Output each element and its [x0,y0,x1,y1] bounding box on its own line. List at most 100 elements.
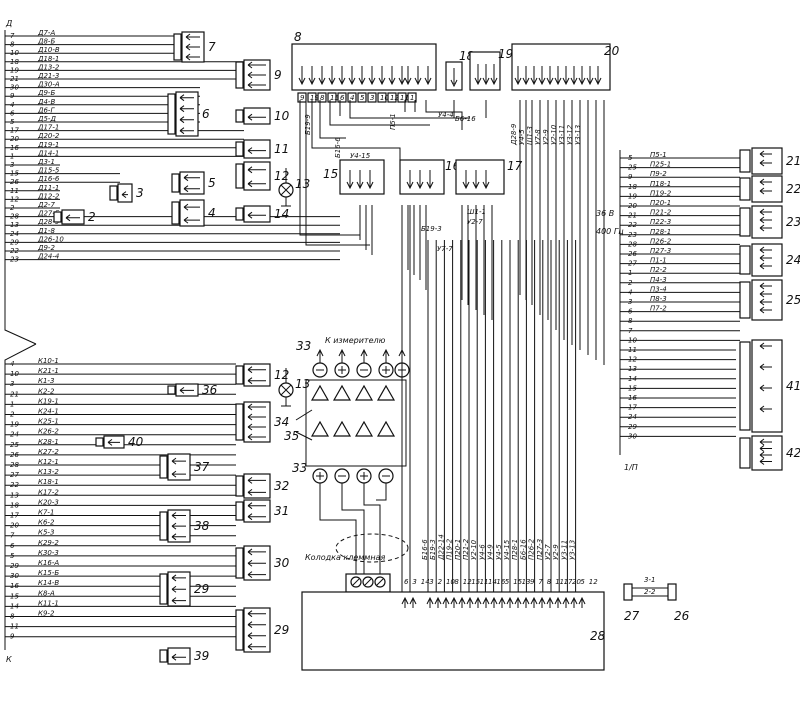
pin-number: 5 [580,578,585,586]
arrow-up-icon [382,348,390,363]
arrow-down-icon [388,66,396,86]
contact-icon [185,43,200,51]
bus-label: У4-6 [478,544,486,560]
contact-icon [759,342,772,350]
contact-icon [247,513,266,521]
wire-label: П21-2 [650,209,672,217]
wire-label: П19-2 [650,189,672,197]
contact-icon [759,187,772,195]
device-11-plug [235,141,244,157]
bus-label: У2-9 [552,544,560,560]
device-21-plug [739,149,751,173]
device-33-number-bottom: 33 [292,461,307,475]
device-41-box [751,339,783,433]
contact-icon [185,33,200,41]
wire-label: К6-2 [38,519,55,527]
device-19-box [469,51,501,91]
pin-box [377,92,387,103]
wire-label: Д11-1 [37,184,59,192]
device-4-box [179,199,205,227]
small-connector-left [623,583,633,601]
device-12-number: 12 [274,368,289,382]
device-39-box [167,647,191,665]
arrow-up-icon [466,596,474,608]
pin-number: 6 [404,578,409,586]
device-25-box [751,279,783,321]
contact-icon [247,571,266,578]
device-9-number: 9 [274,68,282,82]
device-25: 25 [739,279,800,321]
pin-number: 12 [463,578,472,586]
device-14: 14 [235,205,289,223]
wire-label: К28-1 [38,438,59,446]
device-29-plug [235,609,244,651]
contact-icon [247,489,266,496]
contact-icon [185,53,200,61]
contact-icon [179,94,194,102]
arrow-down-icon [378,66,386,86]
device-39-plug [159,649,168,663]
device-6-number: 6 [202,107,210,121]
device-6-plug [167,93,176,135]
device-28-box [301,591,605,671]
pin-number: 1 [410,94,414,102]
contact-icon [171,512,186,519]
wire-label: П2-2 [650,266,667,274]
device-41: 41 [739,339,800,433]
wire-label: П18-1 [650,180,671,188]
bus-label: У3-13 [569,540,577,560]
device-22-number: 22 [786,182,800,196]
contact-icon [247,477,266,484]
wire-label: К17-2 [38,488,59,496]
contact-icon [247,559,266,567]
bus-label: У2-10 [550,124,558,145]
contact-icon [759,405,772,413]
device-37-plug [159,455,168,479]
device-2: 2 [53,209,96,225]
bus-label: П21-2 [462,538,470,560]
label-b19-9: Б19-9 [304,114,312,135]
bridge-frame [305,379,407,467]
supply-frequency-label: 400 Гц [596,227,624,236]
device-15-block: 15 [323,159,385,195]
wire-label: П28-1 [650,228,671,236]
pin-number: 2 [438,578,443,586]
device-14-box [243,205,271,223]
small-label-2-2: 2-2 [644,588,656,596]
device-37: 37 [159,453,210,481]
contact-icon [107,439,120,446]
arrow-up-icon [482,596,490,608]
device-16-block: 16 [399,159,461,195]
device-10-box [243,107,271,125]
contact-icon [247,433,266,441]
bus-label: У3-13 [574,125,582,145]
pin-number: 5 [360,94,365,102]
wire-label: Д9-2 [37,244,55,252]
contact-icon [247,61,266,69]
pin-number: 15 [330,94,339,102]
arrow-down-icon [554,66,562,86]
device-32-plug [235,475,244,497]
device-7-number: 7 [208,40,216,54]
device-10: 10 [235,107,290,125]
bus-label: Б16-6 [421,539,429,560]
contact-icon [247,166,266,174]
device-14-plug [235,207,244,221]
wire-label: Д15-5 [37,167,60,175]
connector-d-spine [4,30,37,345]
wire-label: Д5-Д [37,115,56,123]
bus-label: У2-10 [470,539,478,560]
pin-box [317,92,327,103]
device-31-plug [235,501,244,521]
device-31-box [243,499,271,523]
diode-icon [354,420,374,437]
arrow-down-icon [398,66,406,86]
device-4-plug [171,201,180,225]
wire-label: П3-4 [650,285,667,293]
pin-number: 10 [380,94,389,102]
device-33-number-top: 33 [296,339,311,353]
arrow-up-icon [570,596,578,608]
pin-box [297,92,307,103]
device-4: 4 [171,199,216,227]
